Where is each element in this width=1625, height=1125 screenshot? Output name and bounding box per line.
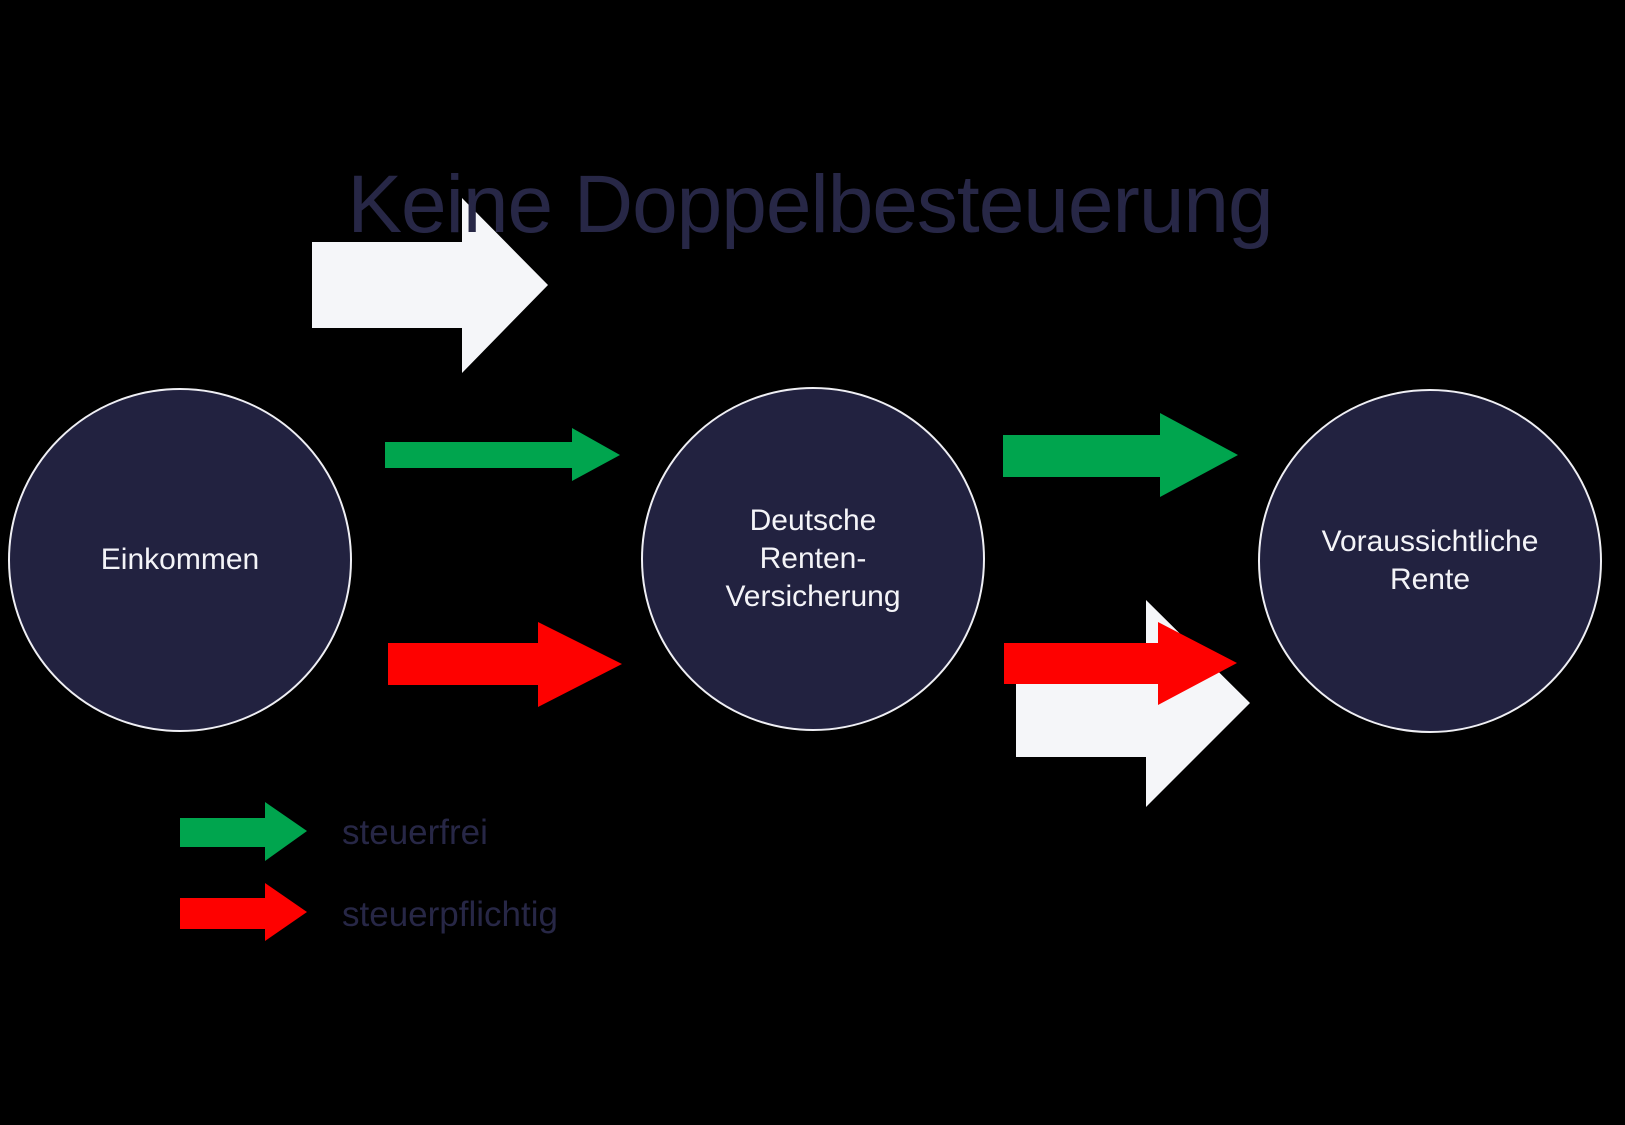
node-rentenversicherung-line2: Renten-	[759, 542, 867, 575]
legend-green-arrow-icon	[180, 802, 307, 861]
node-rentenversicherung-line1: Deutsche	[749, 504, 877, 537]
diagram-title: Keine Doppelbesteuerung	[347, 159, 1273, 250]
node-rentenversicherung: Deutsche Renten- Versicherung	[641, 387, 985, 731]
node-einkommen: Einkommen	[8, 388, 352, 732]
legend-steuerfrei-label: steuerfrei	[342, 813, 488, 852]
legend-red-arrow-icon	[180, 883, 307, 941]
node-rentenversicherung-label: Deutsche Renten- Versicherung	[725, 502, 900, 616]
node-voraussichtliche-rente: Voraussichtliche Rente	[1258, 389, 1602, 733]
red-arrow-einkommen-to-drv-icon	[388, 622, 622, 707]
node-einkommen-label: Einkommen	[100, 543, 260, 576]
green-arrow-drv-to-rente-icon	[1003, 413, 1238, 497]
node-voraussichtliche-rente-label: Voraussichtliche Rente	[1322, 523, 1539, 599]
big-white-arrow-title-icon	[312, 198, 548, 373]
red-arrow-drv-to-rente-icon	[1004, 622, 1237, 705]
node-rente-line2: Rente	[1389, 563, 1471, 596]
green-arrow-einkommen-to-drv-icon	[385, 428, 620, 481]
legend-steuerpflichtig-label: steuerpflichtig	[342, 895, 558, 934]
node-rentenversicherung-line3: Versicherung	[725, 580, 901, 613]
big-white-arrow-drv-to-rente-icon	[1016, 600, 1250, 807]
node-rente-line1: Voraussichtliche	[1321, 525, 1539, 558]
